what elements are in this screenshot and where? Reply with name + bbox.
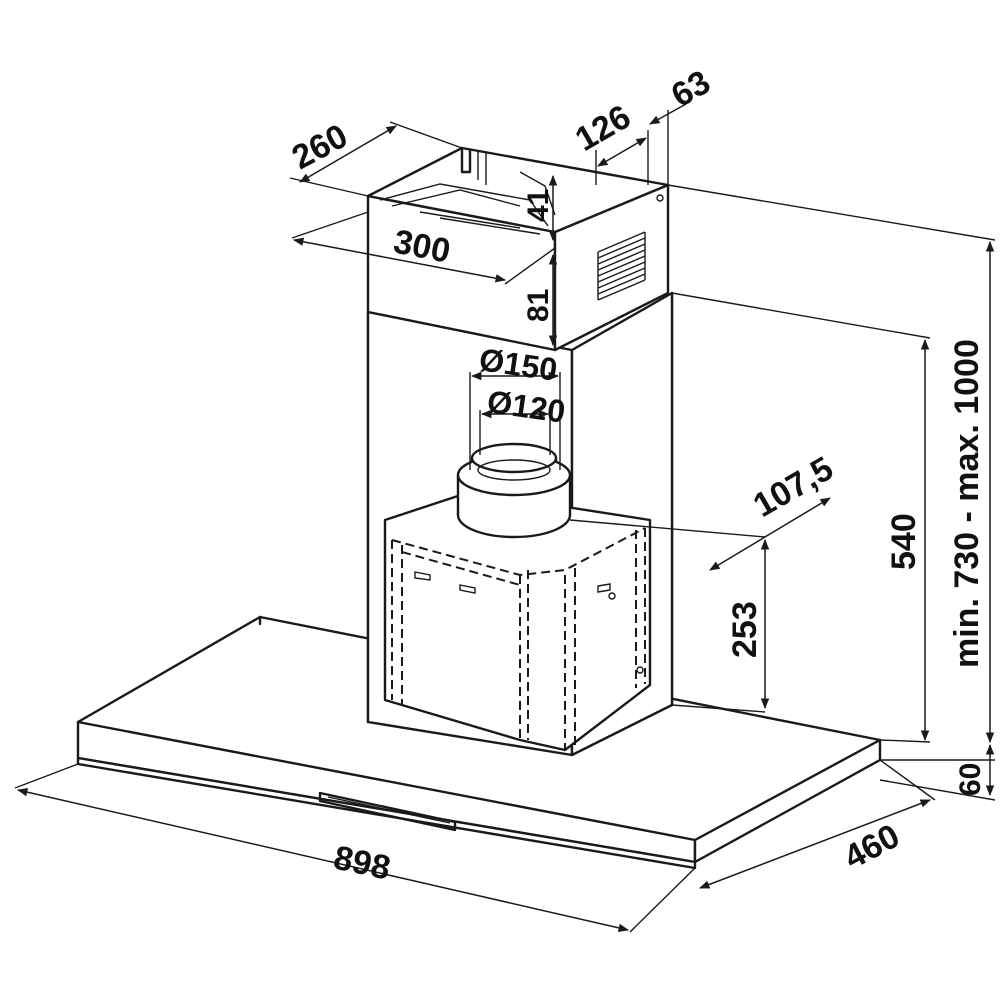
dim-top-depth: 260 [286, 117, 354, 177]
dim-top-offset-b: 63 [665, 63, 717, 115]
dim-inner-small: 41 [522, 189, 555, 222]
dim-chimney-height: 540 [885, 513, 923, 570]
dim-outlet-offset: 107,5 [747, 449, 840, 524]
dim-canopy-width: 898 [330, 839, 393, 888]
dim-motor-height: 253 [726, 601, 764, 658]
dim-total-height: min. 730 - max. 1000 [948, 339, 986, 668]
dim-canopy-depth: 460 [838, 817, 906, 877]
dim-top-height: 81 [522, 289, 555, 322]
dimension-lines [14, 103, 996, 933]
duct-outlet [456, 442, 572, 539]
dim-canopy-thickness: 60 [954, 763, 987, 796]
vent-grille [597, 231, 646, 301]
